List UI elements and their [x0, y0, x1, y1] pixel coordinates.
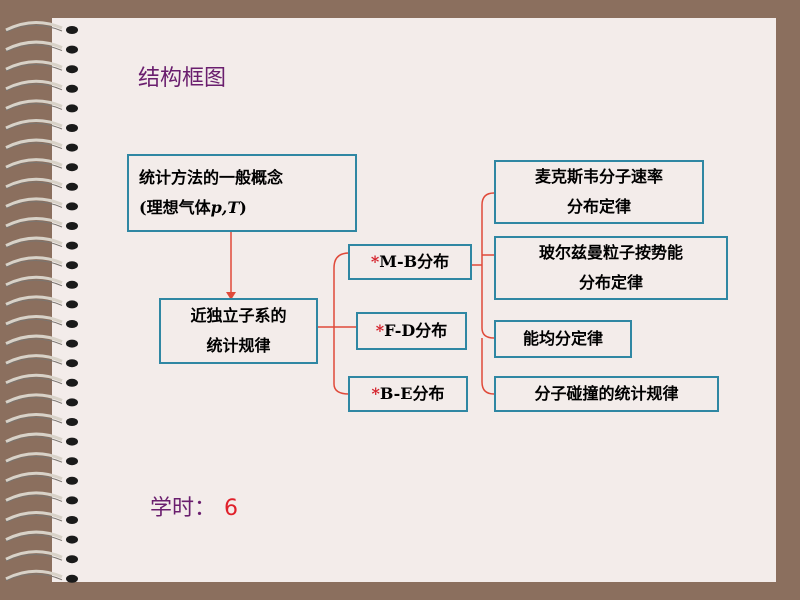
be-star: *: [371, 384, 380, 403]
equipartition-label: 能均分定律: [522, 329, 603, 348]
spiral-binding-icon: [5, 21, 78, 583]
general-concept-line2: (理想气体p,T): [139, 193, 247, 223]
general-concept-suffix: ): [239, 198, 247, 217]
fd-star: *: [375, 321, 385, 340]
maxwell-line1: 麦克斯韦分子速率: [534, 167, 663, 186]
be-distribution-box: *B-E分布: [348, 376, 468, 412]
boltzmann-line2: 分布定律: [578, 273, 643, 292]
equipartition-law-box: 能均分定律: [494, 320, 632, 358]
mb-star: *: [370, 252, 380, 271]
general-concept-vars: p,T: [210, 198, 240, 217]
general-concept-line1: 统计方法的一般概念: [139, 168, 284, 187]
maxwell-line2: 分布定律: [566, 197, 631, 216]
hours-value: 6: [224, 496, 239, 521]
fd-distribution-box: *F-D分布: [356, 312, 467, 350]
fd-label: F-D分布: [384, 321, 448, 340]
near-independent-box: 近独立子系的 统计规律: [159, 298, 318, 364]
be-label: B-E分布: [379, 384, 445, 403]
near-independent-line2: 统计规律: [206, 336, 271, 355]
mb-distribution-box: *M-B分布: [348, 244, 472, 280]
boltzmann-law-box: 玻尔兹曼粒子按势能 分布定律: [494, 236, 728, 300]
fd-distribution-label-row: *F-D分布: [376, 316, 448, 346]
collision-label: 分子碰撞的统计规律: [534, 384, 679, 403]
boltzmann-line1: 玻尔兹曼粒子按势能: [538, 243, 683, 262]
maxwell-law-box: 麦克斯韦分子速率 分布定律: [494, 160, 704, 224]
collision-law-box: 分子碰撞的统计规律: [494, 376, 719, 412]
general-concept-prefix: (理想气体: [139, 198, 211, 217]
slide-title: 结构框图: [138, 66, 227, 91]
near-independent-line1: 近独立子系的: [190, 306, 287, 325]
be-distribution-label-row: *B-E分布: [371, 379, 444, 409]
mb-distribution-label-row: *M-B分布: [371, 247, 449, 277]
teaching-hours: 学时： 6: [150, 490, 238, 522]
hours-label: 学时：: [150, 496, 217, 521]
general-concept-box: 统计方法的一般概念 (理想气体p,T): [127, 154, 357, 232]
mb-label: M-B分布: [379, 252, 450, 271]
